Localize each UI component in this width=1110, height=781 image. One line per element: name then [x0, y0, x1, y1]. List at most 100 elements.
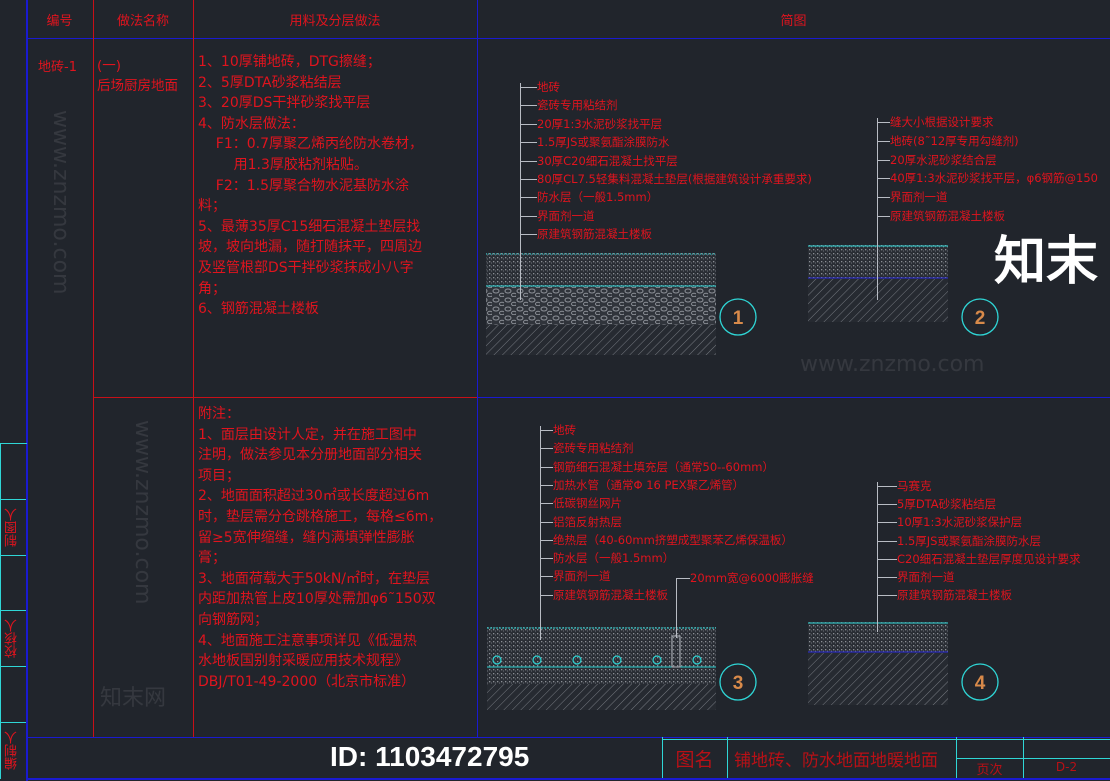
layer-label: 低碳钢丝网片	[553, 496, 622, 511]
layer-label: 地砖	[553, 423, 576, 437]
layer-label: 40厚1:3水泥砂浆找平层，φ6钢筋@150	[890, 171, 1098, 186]
layer-label: 界面剂一道	[553, 569, 611, 584]
leader-line	[540, 426, 541, 640]
material-line: 5、最薄35厚C15细石混凝土垫层找	[198, 218, 421, 235]
note-line: 留≥5宽伸缩缝，缝内满填弹性膨胀	[198, 529, 415, 546]
expansion-joint-label: 20mm宽@6000膨胀缝	[690, 571, 814, 585]
name-line: (一)	[97, 58, 122, 74]
row2-notes: 附注：1、面层由设计人定，并在施工图中注明，做法参见本分册地面部分相关项目；2、…	[198, 404, 442, 692]
note-line: 向钢筋网；	[198, 611, 268, 628]
note-line: DBJ/T01-49-2000（北京市标准）	[198, 673, 416, 690]
layer-label: 界面剂一道	[537, 208, 595, 223]
watermark-site: www.znzmo.com	[800, 352, 985, 377]
layer-label: 1.5厚JS或聚氨酯涂膜防水层	[897, 533, 1041, 548]
leader-tick	[877, 122, 890, 123]
strip-line	[0, 610, 26, 611]
leader-tick	[877, 140, 890, 142]
leader-tick	[540, 484, 553, 486]
leader-tick	[877, 540, 897, 542]
material-line: 4、防水层做法：	[198, 115, 305, 132]
note-line: 膏；	[198, 550, 226, 567]
layer-label: 铝箔反射热层	[553, 514, 622, 529]
row-divider	[93, 397, 477, 398]
leader-tick	[520, 160, 537, 162]
layer-label: 原建筑钢筋混凝土楼板	[897, 588, 1012, 603]
watermark-logo: 知末	[994, 232, 1099, 292]
leader-tick	[877, 197, 890, 199]
layer-label: 地砖(8˜12厚专用勾缝剂)	[890, 133, 1019, 148]
layer-label: 30厚C20细石混凝土找平层	[537, 153, 678, 168]
title-block-page-value: D-2	[1055, 760, 1078, 774]
note-line: 3、地面荷载大于50kN/㎡时，在垫层	[198, 570, 431, 587]
leader-tick	[540, 466, 553, 468]
leader-tick	[520, 142, 537, 144]
leader-tick	[520, 215, 537, 217]
header-name: 做法名称	[116, 14, 169, 29]
strip-line	[0, 555, 26, 556]
section-2	[808, 245, 999, 336]
leader-tick	[540, 430, 553, 431]
layer-label: 地砖	[537, 80, 560, 94]
tb-line	[956, 737, 957, 778]
leader-line	[676, 578, 677, 638]
layer-label: 10厚1:3水泥砂浆保护层	[897, 515, 1023, 530]
row-divider-right	[477, 397, 1110, 398]
material-line: F1：0.7厚聚乙烯丙纶防水卷材，	[198, 136, 424, 153]
note-line: 时，垫层需分仓跳格施工，每格≤6m，	[198, 508, 443, 525]
leader-tick	[540, 594, 553, 596]
leader-tick	[520, 87, 537, 88]
footer-bottom-line	[26, 778, 1110, 780]
layer-label: 马赛克	[897, 479, 932, 493]
strip-line	[0, 666, 26, 667]
leader-tick	[877, 558, 897, 560]
note-line: 内距加热管上皮10厚处需加φ6˜150双	[198, 591, 436, 608]
layer-label: 1.5厚JS或聚氨酯涂膜防水	[537, 135, 670, 150]
leader-tick	[877, 522, 897, 524]
note-line: 水地板国别射采暖应用技术规程》	[198, 653, 408, 670]
note-line: 项目；	[198, 467, 240, 484]
leader-line	[877, 482, 878, 632]
leader-tick	[877, 216, 890, 217]
layer-label: 20厚1:3水泥砂浆找平层	[537, 116, 663, 131]
section-3	[487, 627, 757, 710]
section-4	[808, 622, 999, 705]
layer-label: 防水层（一般1.5mm）	[537, 190, 659, 205]
leader-tick	[877, 577, 897, 578]
layer-label: 防水层（一般1.5mm）	[553, 551, 675, 566]
leader-line	[877, 118, 878, 300]
leader-tick	[520, 123, 537, 125]
tb-line	[1023, 737, 1024, 778]
row1-name: (一)后场厨房地面	[97, 56, 178, 96]
layer-label: 20厚水泥砂浆结合层	[890, 152, 997, 167]
layer-label: 加热水管（通常Φ 16 PEX聚乙烯管）	[553, 477, 745, 492]
title-block-name-label: 图名	[675, 749, 714, 771]
layer-label: C20细石混凝土垫层厚度见设计要求	[897, 551, 1081, 566]
material-line: 2、5厚DTA砂浆粘结层	[198, 74, 342, 91]
watermark-site: www.znzmo.com	[48, 110, 73, 295]
note-line: 注明，做法参见本分册地面部分相关	[198, 447, 422, 464]
watermark-id: ID: 1103472795	[330, 741, 530, 772]
leader-tick	[877, 486, 897, 487]
watermark-site: www.znzmo.com	[130, 420, 155, 605]
layer-label: 界面剂一道	[890, 190, 948, 205]
layer-label: 瓷砖专用粘结剂	[553, 441, 634, 456]
frame-left	[26, 0, 28, 781]
material-line: 料；	[198, 198, 226, 215]
leader-tick	[520, 197, 537, 199]
note-line: 1、面层由设计人定，并在施工图中	[198, 426, 417, 443]
tb-line	[662, 737, 663, 778]
layer-label: 缝大小根据设计要求	[890, 115, 994, 129]
leader-line	[520, 83, 521, 300]
material-line: 坡，坡向地漏，随打随抹平，四周边	[198, 239, 422, 256]
leader-tick	[877, 159, 890, 161]
layer-label: 80厚CL7.5轻集料混凝土垫层(根据建筑设计承重要求)	[537, 172, 812, 186]
tb-line	[662, 739, 1110, 740]
layer-label: 瓷砖专用粘结剂	[537, 98, 618, 113]
layer-label: 5厚DTA砂浆粘结层	[897, 497, 997, 512]
leader-tick	[540, 539, 553, 541]
header-diagram: 简图	[780, 14, 807, 29]
tb-line	[956, 758, 1110, 759]
leader-tick	[877, 595, 897, 597]
